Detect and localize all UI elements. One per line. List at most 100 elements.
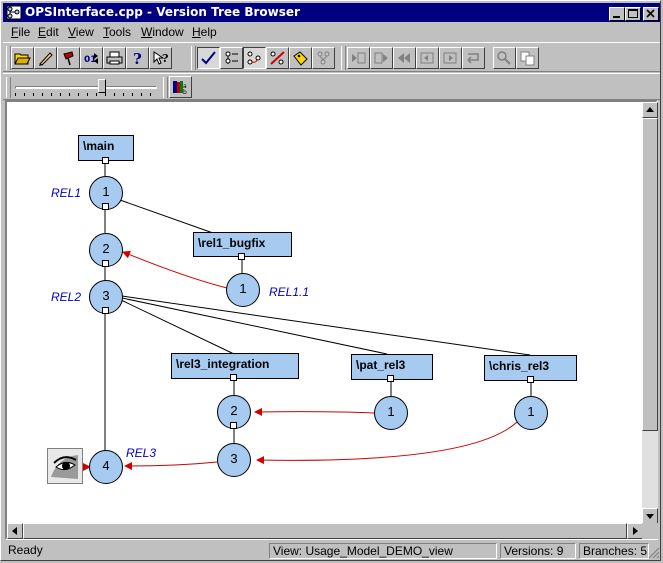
labels-button[interactable] — [289, 47, 312, 69]
nav-next-button[interactable] — [416, 47, 439, 69]
locate-button[interactable] — [493, 47, 516, 69]
branch-rel1-bugfix[interactable]: \rel1_bugfix — [193, 232, 292, 257]
nav-back-button[interactable] — [370, 47, 393, 69]
branch-connector — [387, 375, 394, 382]
context-help-button[interactable]: ? — [149, 47, 172, 69]
nav-prev-button[interactable] — [393, 47, 416, 69]
merge-arrow-chris-rel3-to-rel3-int-3 — [256, 419, 520, 465]
main-toolbar: 01 ? ? — [3, 42, 660, 72]
version-rel1-bugfix-1[interactable]: 1 — [226, 273, 260, 307]
locate-icon — [497, 51, 511, 65]
branch-rel3-integration[interactable]: \rel3_integration — [171, 353, 299, 379]
show-versions-icon — [225, 51, 238, 64]
horizontal-scrollbar[interactable] — [7, 523, 643, 539]
show-branches-button[interactable] — [243, 47, 266, 69]
arrow-up-icon — [646, 107, 654, 112]
vertical-scroll-thumb[interactable] — [642, 118, 658, 431]
help-button[interactable]: ? — [126, 47, 149, 69]
nav-forward-button[interactable] — [439, 47, 462, 69]
open-button[interactable] — [11, 47, 34, 69]
window-title: OPSInterface.cpp - Version Tree Browser — [25, 5, 300, 19]
version-number: 1 — [527, 404, 535, 419]
version-pat-rel3-1[interactable]: 1 — [374, 396, 408, 430]
show-merges-button[interactable] — [266, 47, 289, 69]
toolbar-grip[interactable] — [6, 77, 11, 98]
toolbar-separator — [341, 46, 346, 70]
branch-label: \main — [83, 139, 115, 153]
close-button[interactable] — [643, 7, 659, 21]
branch-label: \pat_rel3 — [356, 358, 406, 372]
minimize-button[interactable] — [609, 7, 625, 21]
version-number: 1 — [239, 281, 247, 296]
copy-button[interactable] — [516, 47, 539, 69]
menu-window[interactable]: Window — [141, 25, 184, 39]
menu-bar: File Edit View Tools Window Help — [3, 23, 660, 41]
version-main-4[interactable]: 4 — [89, 450, 123, 484]
scroll-left-button[interactable] — [7, 523, 23, 539]
maximize-button[interactable] — [625, 7, 641, 21]
copy-icon — [520, 51, 535, 66]
menu-help[interactable]: Help — [192, 25, 217, 39]
branch-connector — [102, 157, 109, 164]
svg-text:b: b — [183, 89, 187, 95]
arrow-right-icon — [633, 527, 638, 535]
zoom-slider-thumb[interactable] — [98, 79, 106, 93]
checkmark-button[interactable] — [197, 47, 220, 69]
version-number: 3 — [230, 451, 238, 466]
nav-next-icon — [420, 52, 434, 64]
branch-connector — [230, 374, 237, 381]
version-label-rel1: REL1 — [51, 186, 82, 200]
version-connector — [102, 260, 109, 267]
zoom-slider[interactable] — [15, 78, 157, 98]
edit-button[interactable] — [34, 47, 57, 69]
scroll-up-button[interactable] — [642, 102, 658, 118]
compare-button[interactable]: 01 — [80, 47, 103, 69]
version-rel3-integration-3[interactable]: 3 — [217, 443, 251, 477]
version-number: 1 — [102, 184, 110, 199]
zoom-slider-track — [15, 86, 157, 89]
print-button[interactable] — [103, 47, 126, 69]
version-tree-app-icon[interactable] — [6, 5, 22, 20]
version-tree-canvas[interactable]: \main \rel1_bugfix \rel3_integration \pa… — [7, 102, 643, 524]
vertical-scrollbar[interactable] — [642, 102, 658, 524]
merge-arrow-pat-rel3-to-rel3-int-2 — [254, 407, 375, 416]
label-filter-icon: ab — [173, 81, 187, 95]
show-branches-icon — [247, 51, 261, 65]
show-versions-button[interactable] — [220, 47, 243, 69]
scroll-down-button[interactable] — [642, 508, 658, 524]
toolbar-separator — [191, 46, 196, 70]
tree-button[interactable] — [312, 47, 335, 69]
menu-view[interactable]: View — [68, 25, 94, 39]
merge-arrow-rel1-bugfix-to-main-2 — [122, 250, 228, 289]
nav-first-button[interactable] — [347, 47, 370, 69]
version-label-rel3: REL3 — [126, 446, 157, 460]
status-branches: Branches: 5 — [579, 543, 649, 559]
toolbar-grip[interactable] — [6, 46, 11, 70]
version-connector — [102, 203, 109, 210]
minimize-icon — [613, 16, 620, 18]
edge-main-3-chris-rel3 — [121, 295, 531, 356]
pin-button[interactable] — [57, 47, 80, 69]
title-bar[interactable]: OPSInterface.cpp - Version Tree Browser — [3, 3, 660, 22]
branch-main[interactable]: \main — [78, 135, 134, 161]
arrow-left-icon — [12, 527, 17, 535]
menu-tools[interactable]: Tools — [103, 25, 132, 39]
tree-icon — [317, 51, 330, 65]
resize-grip-icon[interactable] — [648, 547, 660, 559]
branch-connector — [238, 253, 245, 260]
menu-file[interactable]: File — [11, 25, 31, 39]
nav-last-button[interactable] — [462, 47, 485, 69]
status-bar: Ready View: Usage_Model_DEMO_view Versio… — [3, 542, 660, 560]
branch-label: \rel3_integration — [176, 357, 270, 371]
horizontal-scroll-thumb[interactable] — [23, 523, 627, 539]
view-eye-icon[interactable] — [47, 448, 83, 484]
version-chris-rel3-1[interactable]: 1 — [514, 396, 548, 430]
scroll-right-button[interactable] — [627, 523, 643, 539]
edge-main-1-rel1-bugfix — [119, 199, 214, 234]
edit-icon — [39, 52, 53, 66]
status-ready: Ready — [8, 543, 43, 557]
menu-edit[interactable]: Edit — [38, 25, 59, 39]
version-label-rel2: REL2 — [51, 290, 82, 304]
